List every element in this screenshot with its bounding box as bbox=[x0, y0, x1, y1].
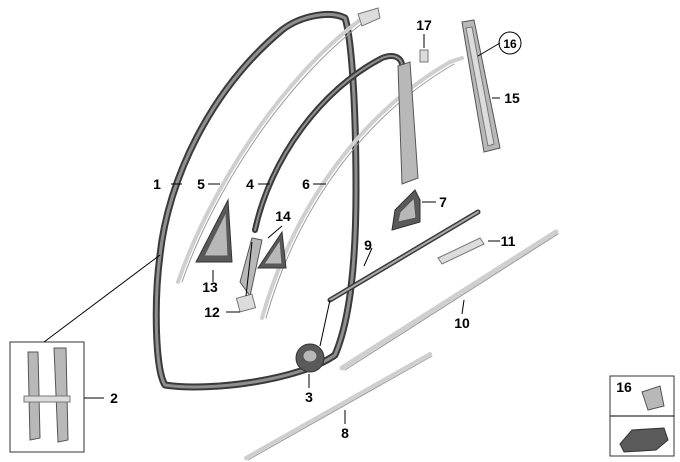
short-trim-strip bbox=[437, 237, 485, 265]
clip-part bbox=[419, 49, 429, 63]
mirror-triangle-cover bbox=[195, 198, 233, 263]
label-12: 12 bbox=[204, 304, 220, 320]
label-5: 5 bbox=[197, 176, 205, 192]
label-6: 6 bbox=[302, 176, 310, 192]
label-9: 9 bbox=[364, 237, 372, 253]
frame-seal-inner bbox=[252, 53, 405, 233]
sill-seal-strip bbox=[327, 209, 481, 303]
lower-bracket bbox=[391, 189, 421, 231]
small-block-part bbox=[235, 293, 257, 313]
legend-box-16 bbox=[609, 375, 675, 457]
callout-circle-16 bbox=[498, 31, 522, 55]
long-lower-strip bbox=[339, 229, 559, 371]
label-15: 15 bbox=[504, 90, 520, 106]
bottom-sill-strip bbox=[244, 352, 433, 461]
legend-label-16: 16 bbox=[616, 379, 632, 395]
rear-pillar-panel bbox=[461, 19, 501, 153]
small-triangle-trim bbox=[257, 230, 287, 269]
label-2: 2 bbox=[110, 390, 118, 406]
label-7: 7 bbox=[439, 194, 447, 210]
label-1: 1 bbox=[153, 176, 161, 192]
outer-channel-strip bbox=[260, 56, 464, 320]
label-17: 17 bbox=[416, 17, 432, 33]
label-16: 16 bbox=[503, 37, 517, 51]
label-10: 10 bbox=[454, 315, 470, 331]
door-seal-outer bbox=[152, 10, 360, 391]
label-14: 14 bbox=[275, 208, 291, 224]
label-13: 13 bbox=[202, 279, 218, 295]
label-8: 8 bbox=[341, 425, 349, 441]
leader-lines bbox=[43, 34, 501, 424]
window-channel-strip bbox=[176, 7, 381, 284]
grommet-part bbox=[295, 343, 325, 373]
label-3: 3 bbox=[305, 389, 313, 405]
detail-box-2 bbox=[9, 341, 85, 453]
label-4: 4 bbox=[246, 176, 254, 192]
b-pillar-trim bbox=[397, 61, 419, 185]
label-11: 11 bbox=[501, 233, 516, 249]
